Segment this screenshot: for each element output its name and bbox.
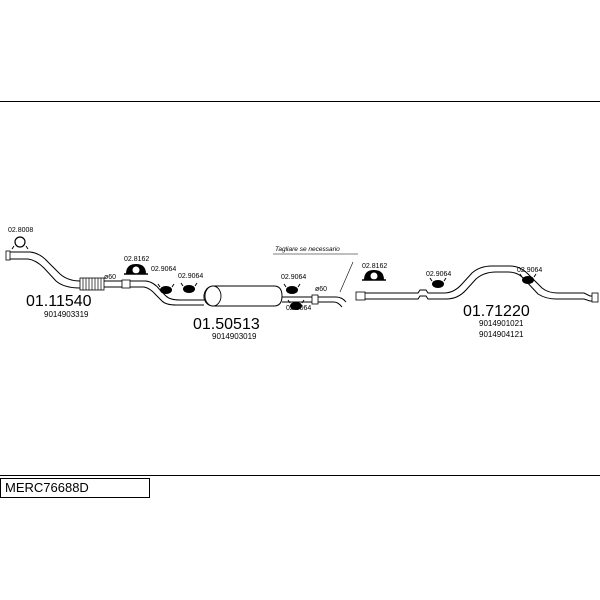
front-pipe	[5, 250, 131, 291]
diagram-code: MERC76688D	[5, 480, 89, 495]
middle-pipe	[130, 280, 347, 308]
hanger-e-icon	[429, 277, 447, 288]
clamp-front-icon	[11, 236, 29, 250]
hanger-d-icon	[287, 299, 305, 310]
hanger-f-icon	[519, 273, 537, 284]
label-hanger-b: 02.9064	[178, 273, 203, 280]
clamp-left-icon	[124, 264, 148, 275]
label-diameter-right: ø60	[315, 286, 327, 293]
clamp-right-icon	[362, 270, 386, 281]
cut-line	[273, 253, 358, 293]
rear-pipe	[355, 265, 599, 303]
section-3-number: 01.71220	[463, 303, 530, 320]
label-clamp-left: 02.8162	[124, 256, 149, 263]
label-hanger-e: 02.9064	[426, 271, 451, 278]
hanger-b-icon	[180, 282, 198, 293]
label-hanger-a: 02.9064	[151, 266, 176, 273]
section-3-oem-1: 9014901021	[479, 319, 524, 328]
section-2-oem: 9014903019	[212, 332, 257, 341]
label-clamp-right: 02.8162	[362, 263, 387, 270]
diagram-code-box: MERC76688D	[0, 478, 150, 498]
hanger-c-icon	[283, 283, 301, 294]
diagram-frame	[0, 101, 600, 476]
section-3-oem-2: 9014904121	[479, 330, 524, 339]
label-hanger-d: 02.9064	[286, 305, 311, 312]
hanger-a-icon	[157, 283, 175, 294]
cut-note: Tagliare se necessario	[275, 246, 340, 253]
label-hanger-f: 02.9064	[517, 267, 542, 274]
label-hanger-c: 02.9064	[281, 274, 306, 281]
label-clamp-front: 02.8008	[8, 227, 33, 234]
section-1-number: 01.11540	[26, 293, 92, 310]
section-2-number: 01.50513	[193, 316, 260, 333]
section-1-oem: 9014903319	[44, 310, 89, 319]
label-diameter-left: ø60	[104, 274, 116, 281]
